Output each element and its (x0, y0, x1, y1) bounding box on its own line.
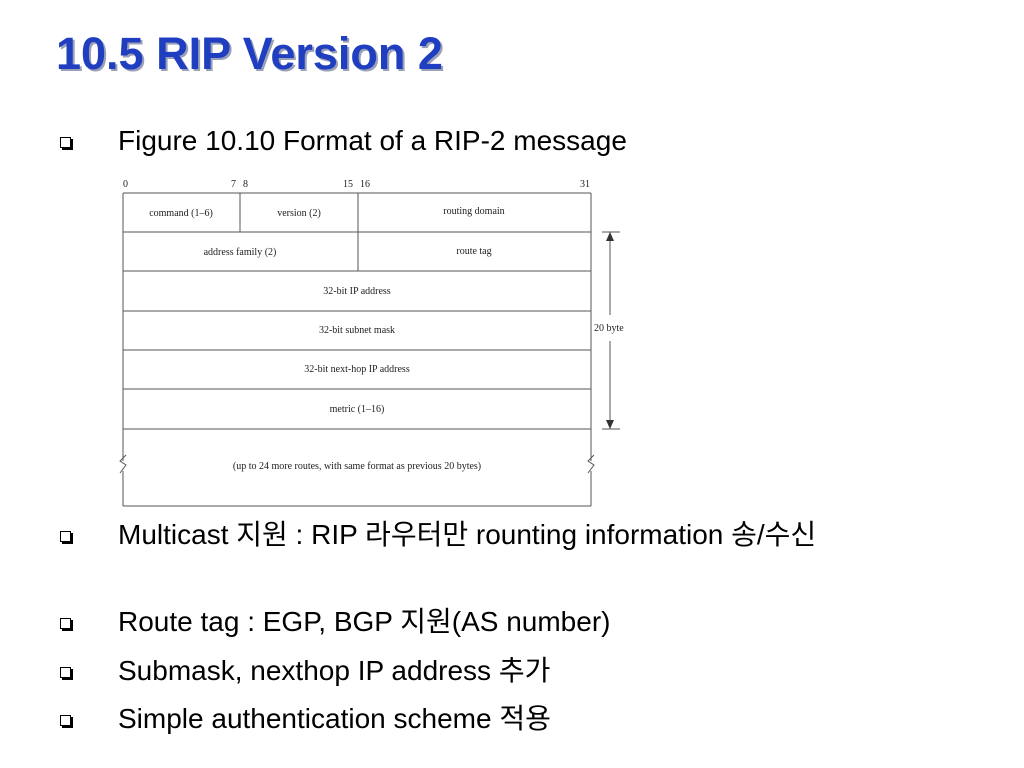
square-bullet-icon (60, 137, 71, 148)
field-subnet-mask: 32-bit subnet mask (319, 325, 395, 336)
bit-label-8: 8 (243, 179, 248, 190)
bit-label-16: 16 (360, 179, 370, 190)
square-bullet-icon (60, 531, 71, 542)
diagram-canvas: 0 7 8 15 16 31 (119, 179, 624, 507)
bullet-text: Figure 10.10 Format of a RIP-2 message (118, 125, 627, 156)
bullet-text: Route tag : EGP, BGP 지원(AS number) (118, 606, 611, 637)
bullet-text: Submask, nexthop IP address 추가 (118, 655, 551, 686)
field-version: version (2) (277, 208, 321, 219)
field-address-family: address family (2) (204, 247, 277, 258)
slide-title: 10.5 RIP Version 2 (56, 28, 443, 79)
size-label: 20 byte (594, 323, 624, 334)
field-ip-address: 32-bit IP address (323, 286, 391, 297)
bit-label-7: 7 (231, 179, 236, 190)
square-bullet-icon (60, 667, 71, 678)
square-bullet-icon (60, 715, 71, 726)
bit-label-15: 15 (343, 179, 353, 190)
bullet-text: Simple authentication scheme 적용 (118, 703, 551, 734)
square-bullet-icon (60, 618, 71, 629)
bullet-text: Multicast 지원 : RIP 라우터만 rounting informa… (118, 519, 817, 550)
field-routing-domain: routing domain (443, 206, 504, 217)
bit-label-0: 0 (123, 179, 128, 190)
field-metric: metric (1–16) (330, 404, 385, 415)
bit-label-31: 31 (580, 179, 590, 190)
field-more-routes: (up to 24 more routes, with same format … (233, 461, 481, 472)
field-route-tag: route tag (456, 246, 491, 257)
field-command: command (1–6) (149, 208, 213, 219)
field-next-hop: 32-bit next-hop IP address (304, 364, 410, 375)
rip2-message-format-diagram: 0 7 8 15 16 31 (118, 175, 638, 510)
